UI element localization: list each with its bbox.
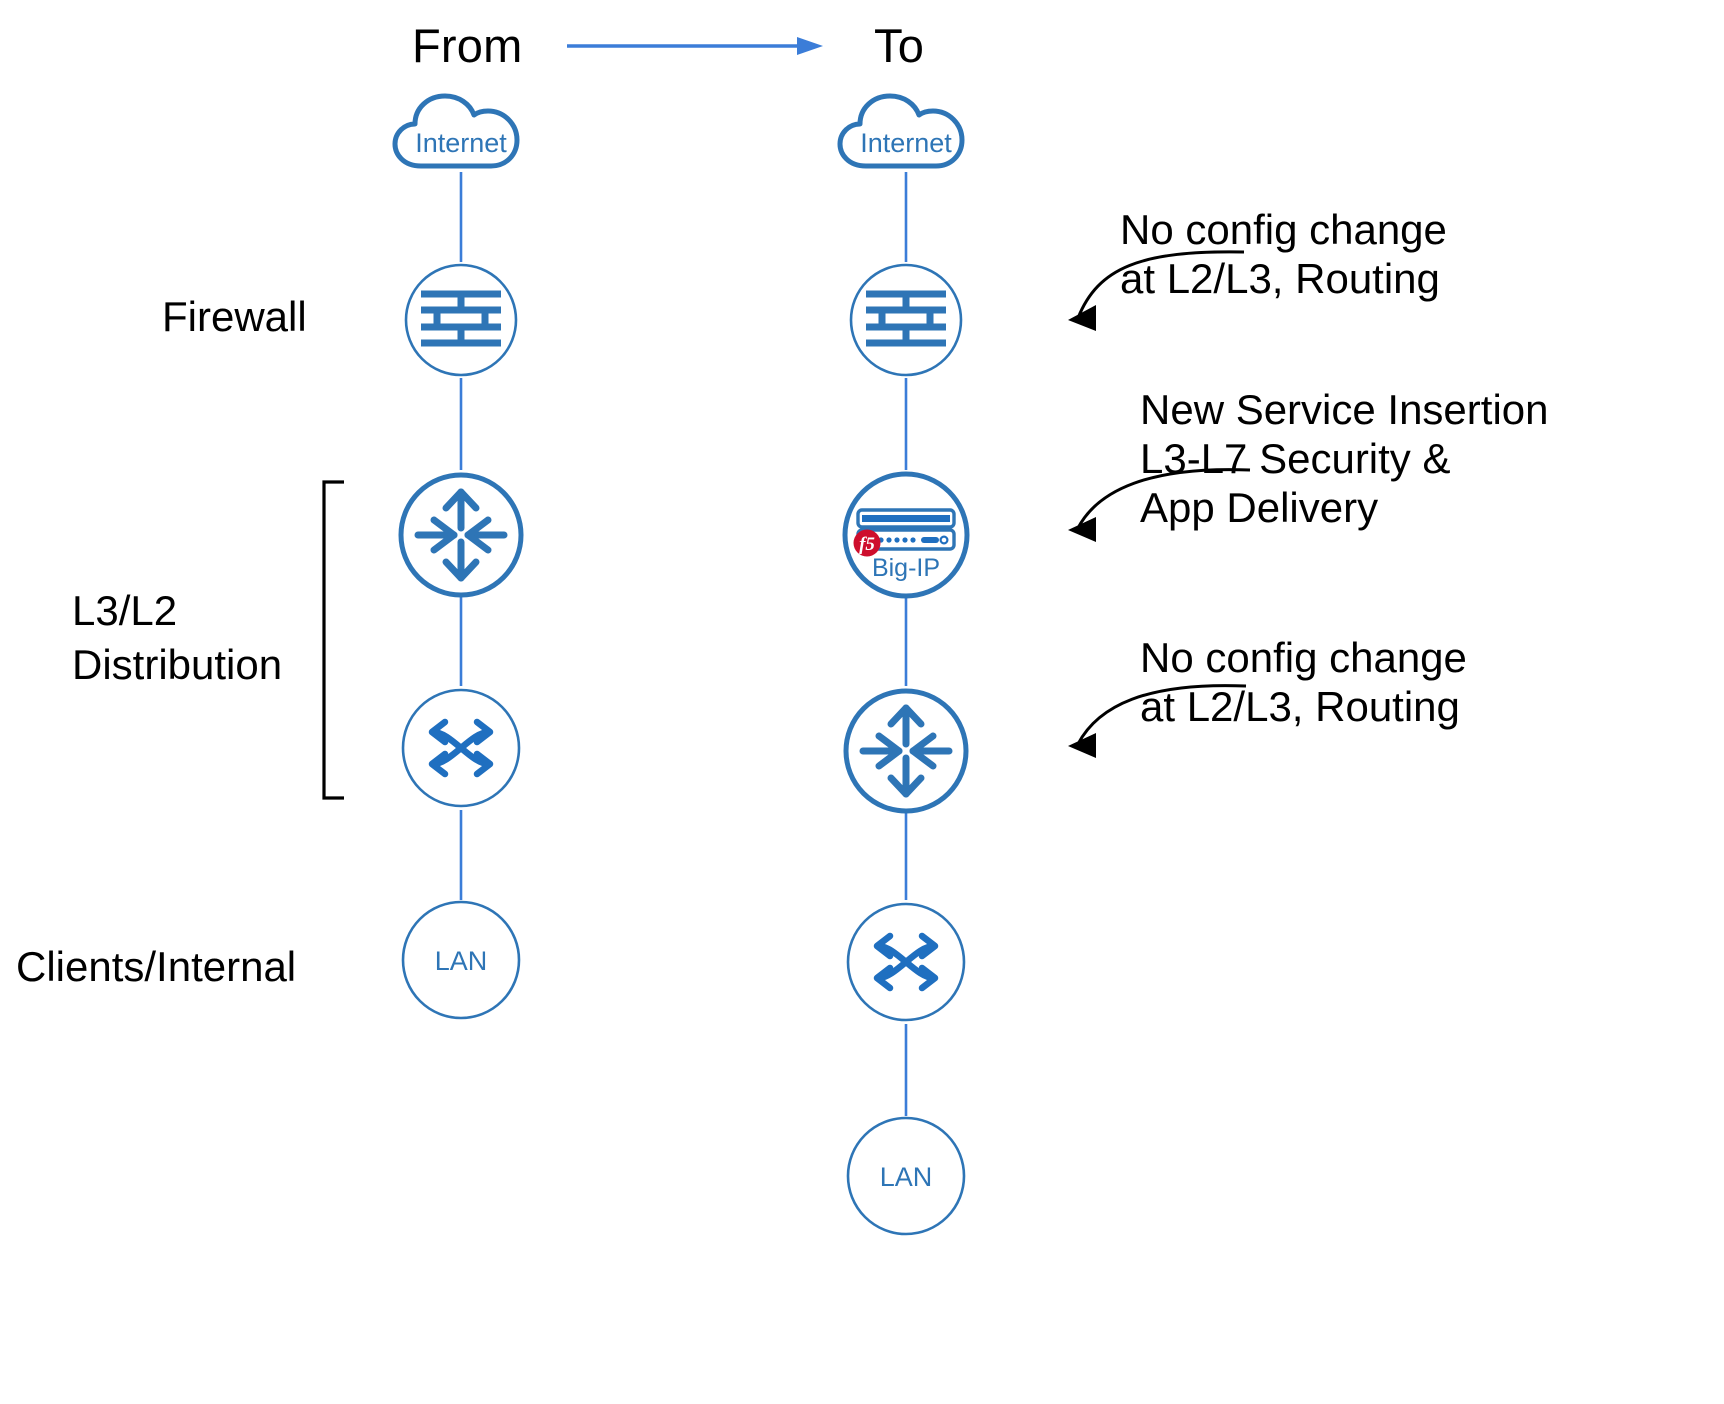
svg-text:f5: f5 bbox=[859, 534, 875, 555]
circle-icon bbox=[401, 900, 521, 1020]
to-node-firewall[interactable] bbox=[848, 262, 964, 378]
f5-logo-icon: f5 bbox=[853, 529, 881, 557]
node-circle bbox=[849, 263, 963, 377]
firewall-brick-icon bbox=[866, 290, 946, 347]
node-circle bbox=[401, 688, 521, 808]
router-icon bbox=[414, 488, 508, 582]
from-node-lan-label: LAN bbox=[434, 946, 488, 976]
annotation-firewall-line1: No config change bbox=[1120, 206, 1447, 253]
node-circle bbox=[842, 471, 970, 599]
transition-arrow-icon bbox=[565, 24, 825, 68]
node-circle bbox=[404, 263, 518, 377]
annotation-router-line1: No config change bbox=[1140, 634, 1467, 681]
column-header-to: To bbox=[874, 19, 925, 72]
annotation-bigip: New Service Insertion L3-L7 Security & A… bbox=[1140, 385, 1549, 532]
from-node-lan[interactable]: LAN bbox=[401, 900, 521, 1020]
firewall-brick-icon bbox=[421, 290, 501, 347]
to-node-router[interactable] bbox=[841, 686, 971, 816]
column-header-from: From bbox=[412, 19, 523, 72]
router-icon bbox=[859, 704, 953, 798]
from-node-firewall[interactable] bbox=[403, 262, 519, 378]
row-label-distribution-line1: L3/L2 bbox=[72, 587, 178, 634]
node-circle bbox=[398, 472, 524, 598]
annotation-bigip-line3: App Delivery bbox=[1140, 484, 1379, 532]
to-node-bigip-label: Big-IP bbox=[871, 554, 941, 582]
annotation-bigip-line1: New Service Insertion bbox=[1140, 386, 1549, 433]
annotation-firewall-line2: at L2/L3, Routing bbox=[1120, 255, 1440, 303]
node-circle bbox=[843, 688, 969, 814]
cloud-icon bbox=[392, 93, 520, 169]
switch-icon bbox=[873, 932, 939, 992]
to-node-lan-label: LAN bbox=[879, 1162, 933, 1192]
annotation-bigip-line2: L3-L7 Security & bbox=[1140, 435, 1451, 483]
from-node-router[interactable] bbox=[396, 470, 526, 600]
to-node-bigip[interactable]: f5 Big-IP bbox=[841, 470, 971, 600]
to-node-switch[interactable] bbox=[844, 900, 968, 1024]
to-node-internet-label: Internet bbox=[860, 128, 952, 158]
annotation-router-line2: at L2/L3, Routing bbox=[1140, 683, 1460, 731]
row-label-distribution-line2: Distribution bbox=[72, 640, 283, 688]
circle-icon bbox=[846, 1116, 966, 1236]
row-label-firewall: Firewall bbox=[162, 293, 307, 340]
cloud-icon bbox=[837, 93, 965, 169]
distribution-bracket-icon bbox=[318, 480, 348, 800]
annotation-firewall: No config change at L2/L3, Routing bbox=[1120, 205, 1447, 303]
to-node-lan[interactable]: LAN bbox=[846, 1116, 966, 1236]
row-label-distribution: L3/L2 Distribution bbox=[72, 584, 282, 692]
to-node-internet[interactable]: Internet bbox=[836, 88, 976, 174]
switch-icon bbox=[428, 718, 494, 778]
row-label-clients: Clients/Internal bbox=[16, 943, 297, 990]
from-node-internet[interactable]: Internet bbox=[391, 88, 531, 174]
annotation-router: No config change at L2/L3, Routing bbox=[1140, 633, 1467, 731]
node-circle bbox=[846, 902, 966, 1022]
from-node-switch[interactable] bbox=[399, 686, 523, 810]
from-node-internet-label: Internet bbox=[415, 128, 507, 158]
